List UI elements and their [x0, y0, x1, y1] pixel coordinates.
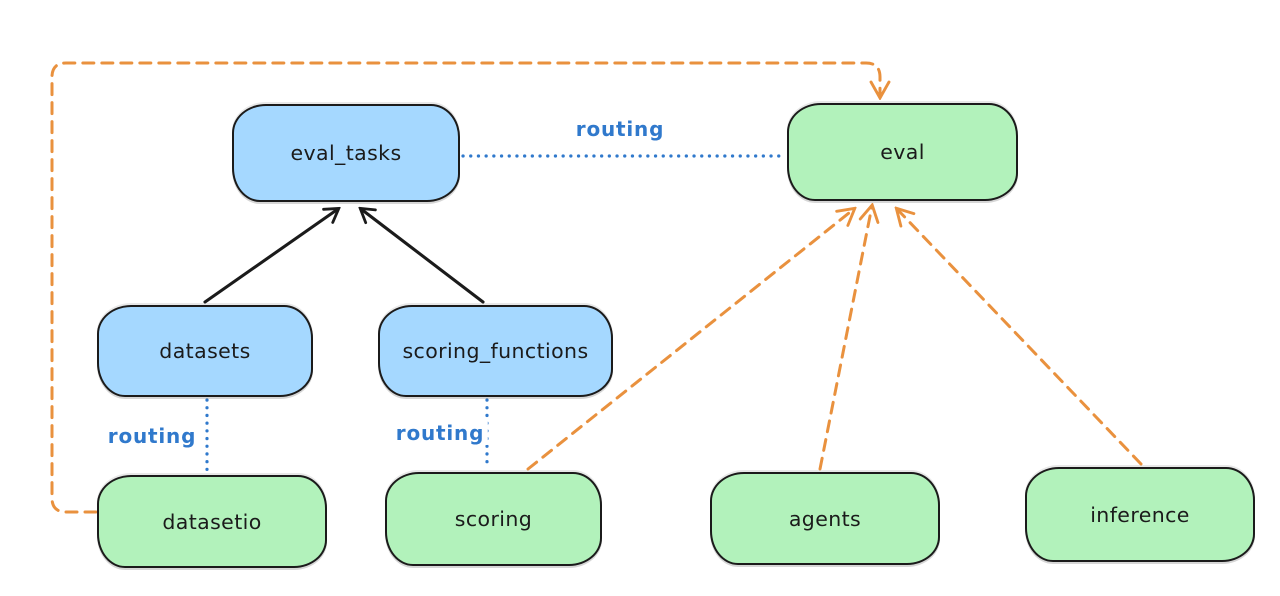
edge-agents-to-eval — [818, 206, 872, 471]
node-label: datasets — [159, 339, 251, 363]
node-agents: agents — [710, 472, 940, 565]
node-inference: inference — [1025, 467, 1255, 562]
node-label: eval_tasks — [290, 141, 402, 165]
node-label: datasetio — [162, 509, 262, 534]
node-label: scoring_functions — [402, 339, 589, 363]
edge-label-routing-middle: routing — [391, 421, 489, 445]
edge-datasetio-to-eval-elbow — [50, 61, 880, 514]
node-eval-tasks: eval_tasks — [232, 104, 460, 202]
node-eval: eval — [787, 103, 1018, 201]
node-datasetio: datasetio — [97, 475, 327, 568]
node-scoring-functions: scoring_functions — [378, 305, 613, 397]
edge-inference-to-eval — [897, 209, 1143, 466]
node-scoring: scoring — [385, 472, 602, 566]
node-label: scoring — [454, 507, 533, 531]
edge-scoring-functions-to-eval-tasks — [361, 209, 485, 304]
edge-label-routing-left: routing — [103, 424, 201, 448]
node-datasets: datasets — [97, 305, 313, 397]
edge-scoring-to-eval — [526, 209, 854, 471]
edge-label-routing-top: routing — [571, 117, 669, 141]
edge-datasets-to-eval-tasks — [203, 209, 338, 304]
node-label: eval — [880, 140, 925, 164]
node-label: inference — [1090, 502, 1190, 527]
node-label: agents — [788, 506, 862, 531]
